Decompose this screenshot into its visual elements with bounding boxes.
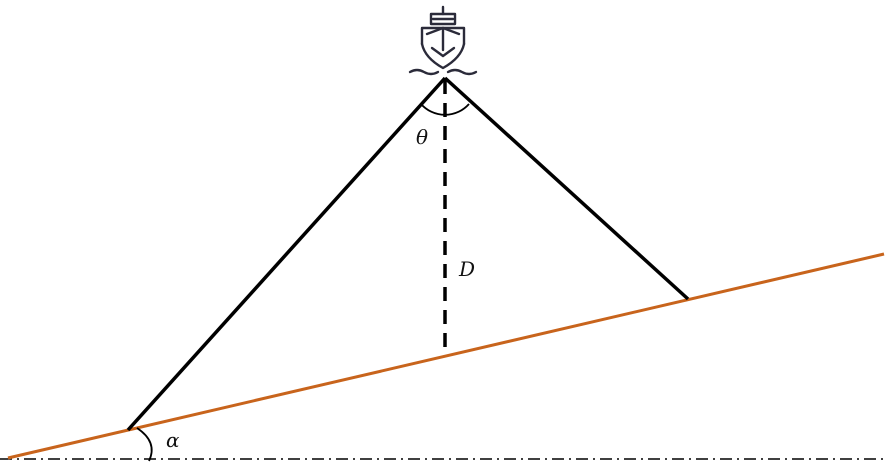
- left-beam-line: [126, 76, 447, 432]
- right-beam-line: [443, 76, 690, 301]
- theta-angle-arc: [420, 103, 470, 116]
- ship-icon: [408, 5, 478, 76]
- seabed-line: [7, 252, 885, 460]
- alpha-label: α: [166, 428, 180, 452]
- alpha-angle-arc: [136, 427, 153, 462]
- depth-label: D: [458, 257, 475, 281]
- theta-label: θ: [416, 125, 428, 149]
